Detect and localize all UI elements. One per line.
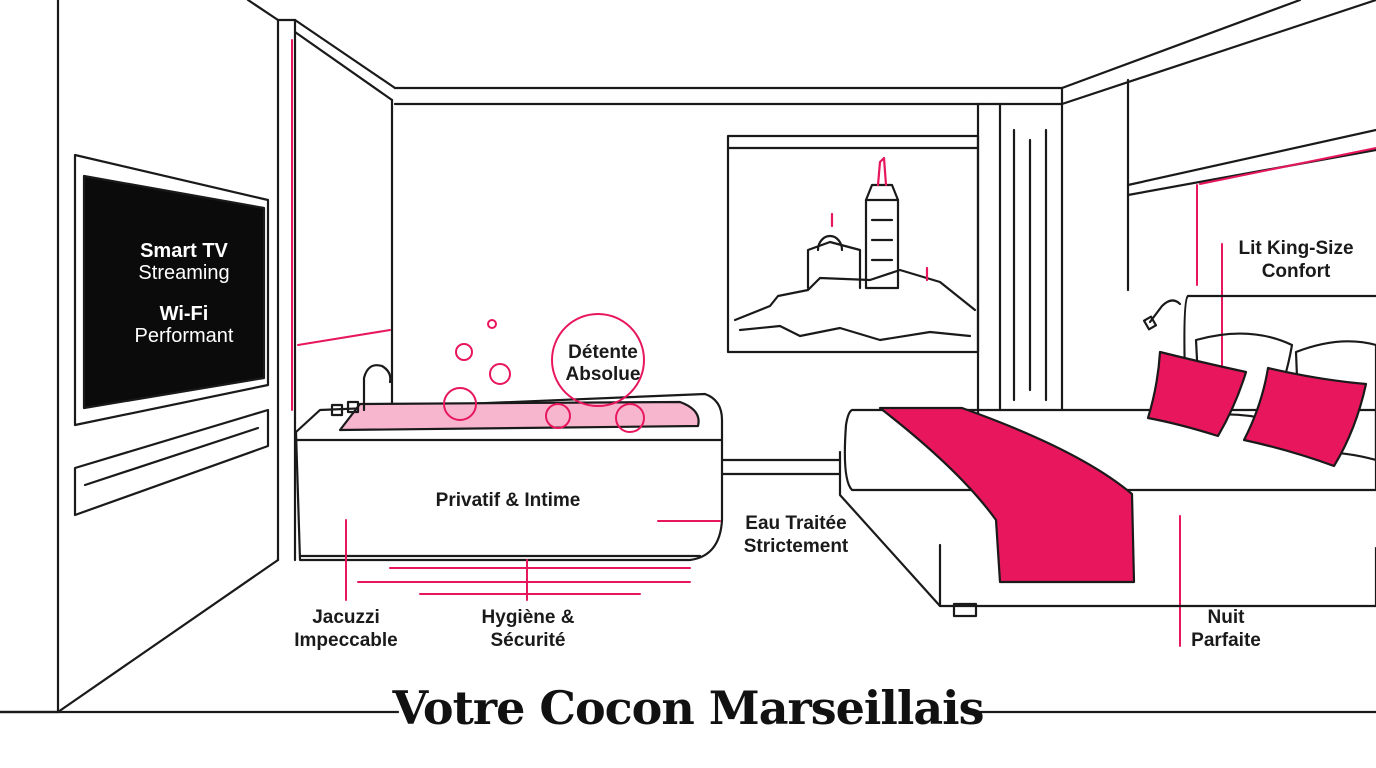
smart-tv-subtext: Streaming (138, 262, 230, 284)
night-callout-line2: Parfaite (1191, 630, 1261, 651)
bathtub-icon (294, 392, 724, 562)
night-callout-line1: Nuit (1207, 607, 1245, 628)
hygiene-callout-line1: Hygiène & (481, 607, 575, 628)
water-callout-line1: Eau Traitée (745, 513, 847, 534)
bubble-label-line2: Absolue (565, 364, 641, 385)
pillow-icon (1146, 332, 1376, 468)
bed-callout: Lit King-Size Confort (1226, 237, 1366, 283)
tub-callout-lines (345, 243, 1223, 647)
bubble-label: Détente Absolue (546, 342, 660, 386)
wall-lamp-icon (1142, 299, 1182, 331)
night-callout: Nuit Parfaite (1166, 606, 1286, 652)
water-callout: Eau Traitée Strictement (726, 512, 866, 558)
hygiene-callout: Hygiène & Sécurité (458, 606, 598, 652)
jacuzzi-callout-line2: Impeccable (294, 630, 398, 651)
faucet-icon (330, 364, 392, 417)
tub-label: Privatif & Intime (435, 490, 581, 511)
bubble-icon (443, 313, 645, 433)
notre-dame-de-la-garde-painting (726, 134, 980, 354)
hygiene-callout-line2: Sécurité (490, 630, 566, 651)
accent-lines (291, 39, 1376, 411)
water-callout-line2: Strictement (743, 536, 849, 557)
jacuzzi-callout: Jacuzzi Impeccable (276, 606, 416, 652)
bed-callout-line1: Lit King-Size (1238, 238, 1354, 259)
tv-icon (73, 153, 270, 517)
bed-icon (838, 294, 1376, 618)
wifi-feature-label: Wi-Fi Performant (104, 303, 264, 347)
bubble-label-line1: Détente (568, 342, 638, 363)
bed-callout-line2: Confort (1261, 261, 1331, 282)
tv-feature-label: Smart TV Streaming (104, 240, 264, 284)
jacuzzi-callout-line1: Jacuzzi (312, 607, 380, 628)
smart-tv-heading: Smart TV (140, 240, 228, 262)
page-title: Votre Cocon Marseillais (392, 681, 984, 735)
room-walls (0, 0, 1376, 714)
wifi-subtext: Performant (134, 325, 234, 347)
wifi-heading: Wi-Fi (159, 303, 209, 325)
